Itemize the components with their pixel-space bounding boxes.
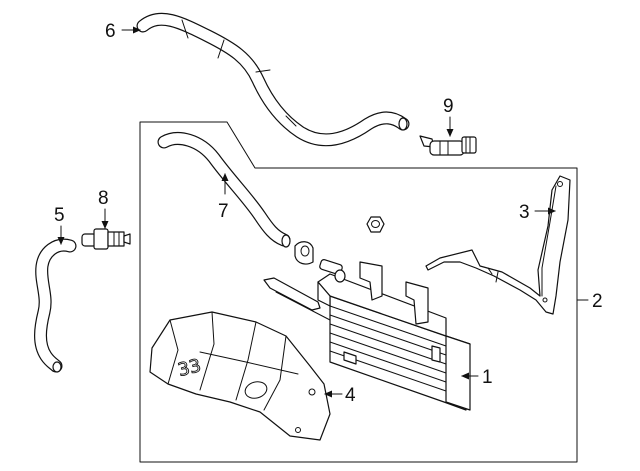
callout-1-label: 1: [482, 367, 493, 388]
fitting-part-9[interactable]: [419, 135, 477, 156]
hose-part-7[interactable]: [157, 132, 314, 265]
callout-4-label: 4: [345, 385, 356, 406]
left-fitting-part-8[interactable]: [81, 228, 131, 250]
callout-8-label: 8: [98, 188, 109, 209]
callout-5-label: 5: [54, 205, 65, 226]
heat-shield-part-4[interactable]: 33: [149, 311, 331, 441]
nut[interactable]: [366, 216, 385, 233]
callout-5: 5: [54, 205, 65, 245]
callout-6: 6: [105, 21, 141, 42]
callout-2-label: 2: [592, 291, 603, 312]
callout-9: 9: [443, 96, 454, 137]
callout-4: 4: [324, 385, 356, 406]
left-hose-part-5[interactable]: [34, 238, 77, 373]
callout-1: 1: [461, 367, 493, 388]
callout-6-label: 6: [105, 21, 116, 42]
callout-3-label: 3: [519, 202, 530, 223]
callout-8: 8: [98, 188, 109, 229]
callout-7-label: 7: [218, 201, 229, 222]
oil-cooler-part-1[interactable]: [263, 259, 471, 411]
callout-3: 3: [519, 202, 556, 223]
assembly-boundary: [139, 121, 578, 463]
callout-7: 7: [218, 173, 229, 222]
callout-2: 2: [576, 291, 603, 312]
callout-9-label: 9: [443, 96, 454, 117]
upper-hose-part-6[interactable]: [136, 12, 410, 147]
bracket-part-3[interactable]: [425, 175, 571, 315]
